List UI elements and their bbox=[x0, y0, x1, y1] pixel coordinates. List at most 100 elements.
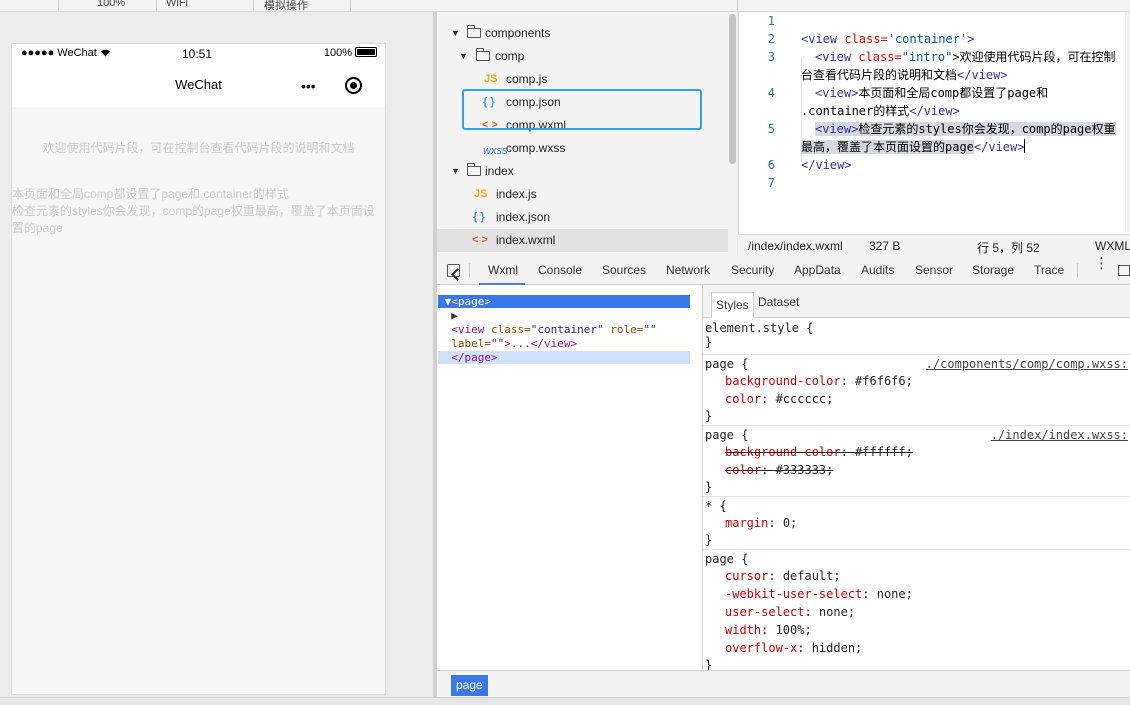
source-link-index-wxss[interactable]: ./index/index.wxss: bbox=[990, 428, 1128, 442]
tab-dataset[interactable]: Dataset bbox=[758, 295, 800, 309]
code-line-3b: 台查看代码片段的说明和文档</view> bbox=[801, 68, 1008, 82]
json-file-icon: { } bbox=[483, 96, 495, 108]
toolbar-divider bbox=[737, 0, 738, 11]
css-declaration[interactable]: color: #cccccc; bbox=[725, 392, 834, 406]
rule-element-style: element.style { } bbox=[703, 319, 1130, 355]
tab-storage[interactable]: Storage bbox=[972, 263, 1015, 277]
tree-file-index-wxml[interactable]: < > index.wxml bbox=[437, 229, 728, 252]
tab-sensor[interactable]: Sensor bbox=[915, 263, 954, 277]
code-line-6: </view> bbox=[801, 158, 852, 172]
dom-node-view-container[interactable]: <view class="container" role="" bbox=[451, 323, 657, 336]
css-declaration[interactable]: width: 100%; bbox=[725, 623, 812, 637]
code-line-4a: <view>本页面和全局comp都设置了page和 bbox=[815, 86, 1049, 100]
folder-icon bbox=[476, 48, 490, 61]
tab-appdata[interactable]: AppData bbox=[794, 263, 841, 277]
css-declaration-overridden[interactable]: color: #333333; bbox=[725, 463, 834, 477]
file-size: 327 B bbox=[869, 239, 901, 253]
nav-title: WeChat bbox=[175, 77, 222, 92]
expand-arrow-icon[interactable]: ▼ bbox=[451, 28, 460, 38]
tab-network[interactable]: Network bbox=[666, 263, 711, 277]
rule-index-page: page { ./index/index.wxss: background-co… bbox=[703, 426, 1130, 497]
line-number: 3 bbox=[767, 50, 775, 64]
file-tree: ▼ components ▼ comp JS comp.js { } comp.… bbox=[437, 12, 737, 257]
toolbar-divider bbox=[156, 0, 157, 11]
close-capsule-icon[interactable] bbox=[345, 77, 362, 94]
battery-icon bbox=[355, 47, 377, 57]
css-declaration-overridden[interactable]: background-color: #ffffff; bbox=[725, 445, 913, 459]
tree-folder-components[interactable]: ▼ components bbox=[451, 25, 551, 40]
indent-guide bbox=[801, 58, 802, 162]
tab-wxml[interactable]: Wxml bbox=[488, 263, 518, 277]
devtools-tab-bar: Wxml Console Sources Network Security Ap… bbox=[437, 256, 1130, 285]
css-declaration[interactable]: background-color: #f6f6f6; bbox=[725, 374, 913, 388]
tree-file-comp-js[interactable]: JS comp.js bbox=[484, 72, 548, 86]
line-number: 4 bbox=[767, 86, 775, 100]
css-declaration[interactable]: user-select: none; bbox=[725, 605, 856, 619]
more-menu-icon[interactable]: ••• bbox=[301, 78, 316, 94]
expand-arrow-icon[interactable]: ▶ bbox=[451, 309, 458, 322]
line-number: 1 bbox=[767, 14, 775, 28]
css-declaration[interactable]: overflow-x: hidden; bbox=[725, 641, 863, 655]
rule-comp-page: page { ./components/comp/comp.wxss: back… bbox=[703, 355, 1130, 426]
breadcrumb-page[interactable]: page bbox=[451, 675, 488, 696]
code-editor[interactable]: 1 2 3 4 5 6 7 <view class='container'> <… bbox=[738, 12, 1130, 234]
network-select[interactable]: WiFi bbox=[166, 0, 188, 9]
tab-trace[interactable]: Trace bbox=[1034, 263, 1065, 277]
wifi-icon bbox=[100, 49, 110, 57]
editor-scrollbar[interactable] bbox=[1125, 12, 1130, 232]
more-options-icon[interactable]: ⋮ bbox=[1094, 255, 1109, 272]
devtools-panel: Wxml Console Sources Network Security Ap… bbox=[437, 256, 1130, 697]
panel-resize-handle[interactable] bbox=[433, 12, 437, 697]
folder-icon bbox=[467, 163, 481, 176]
tab-sources[interactable]: Sources bbox=[602, 263, 647, 277]
bottom-status-strip bbox=[0, 697, 1130, 705]
source-link-comp-wxss[interactable]: ./components/comp/comp.wxss: bbox=[925, 357, 1128, 371]
collapse-arrow-icon[interactable]: ▼ bbox=[444, 295, 452, 308]
language-mode[interactable]: WXML bbox=[1095, 239, 1130, 253]
css-declaration[interactable]: -webkit-user-select: none; bbox=[725, 587, 913, 601]
styles-tab-bar: Styles Dataset bbox=[703, 285, 1130, 318]
expand-arrow-icon[interactable]: ▼ bbox=[451, 166, 460, 176]
code-line-3a: <view class="intro">欢迎使用代码片段，可在控制 bbox=[815, 50, 1116, 64]
code-line-5b: 最高，覆盖了本页面设置的page</view> bbox=[801, 139, 1026, 154]
styles-panel: Styles Dataset element.style { } page { … bbox=[703, 285, 1130, 670]
toolbar-divider bbox=[58, 0, 59, 11]
dom-node-page-close[interactable]: </page> bbox=[438, 351, 690, 364]
dom-node-page[interactable]: ▼<page> bbox=[438, 295, 690, 308]
file-tree-scrollbar[interactable] bbox=[729, 14, 736, 164]
tree-file-comp-wxss[interactable]: wxss comp.wxss bbox=[483, 141, 566, 157]
phone-simulator[interactable]: ●●●●● WeChat 10:51 100% WeChat ••• 欢迎使用代… bbox=[11, 43, 386, 695]
css-declaration[interactable]: margin: 0; bbox=[725, 516, 798, 530]
tree-file-index-json[interactable]: { } index.json bbox=[473, 210, 551, 224]
css-declaration[interactable]: cursor: default; bbox=[725, 569, 841, 583]
tab-audits[interactable]: Audits bbox=[861, 263, 895, 277]
line-number: 6 bbox=[767, 158, 775, 172]
dom-node-expander[interactable]: ▶ bbox=[438, 309, 690, 322]
tab-styles[interactable]: Styles bbox=[711, 292, 754, 318]
json-file-icon: { } bbox=[473, 211, 485, 223]
toolbar-divider bbox=[253, 0, 254, 11]
code-line-4b: .container的样式</view> bbox=[801, 104, 960, 118]
tree-file-comp-json[interactable]: { } comp.json bbox=[483, 95, 561, 109]
expand-arrow-icon[interactable]: ▼ bbox=[459, 51, 468, 61]
source-highlight-box bbox=[462, 89, 702, 130]
simulate-operation-select[interactable]: 模拟操作 bbox=[264, 0, 308, 12]
wxml-dom-tree: ▼<page> ▶ <view class="container" role="… bbox=[437, 285, 703, 670]
tab-console[interactable]: Console bbox=[538, 263, 583, 277]
dom-node-view-container-cont[interactable]: label="">...</view> bbox=[451, 337, 578, 350]
tree-file-index-js[interactable]: JS index.js bbox=[474, 187, 537, 201]
line-number: 7 bbox=[767, 176, 775, 190]
inspect-element-icon[interactable] bbox=[447, 264, 460, 277]
line-number: 5 bbox=[767, 122, 775, 136]
dock-side-icon[interactable] bbox=[1118, 265, 1130, 276]
tree-folder-index[interactable]: ▼ index bbox=[451, 163, 514, 178]
carrier-signal: ●●●●● WeChat bbox=[21, 47, 111, 59]
code-line-5a: <view>检查元素的styles你会发现，comp的page权重 bbox=[815, 122, 1116, 136]
zoom-select[interactable]: 100% bbox=[97, 0, 126, 9]
editor-status-bar: /index/index.wxml 327 B 行 5，列 52 WXML bbox=[738, 234, 1130, 256]
tab-security[interactable]: Security bbox=[731, 263, 775, 277]
tree-folder-comp[interactable]: ▼ comp bbox=[459, 48, 525, 63]
active-tab-indicator bbox=[479, 283, 525, 285]
js-file-icon: JS bbox=[484, 73, 498, 85]
